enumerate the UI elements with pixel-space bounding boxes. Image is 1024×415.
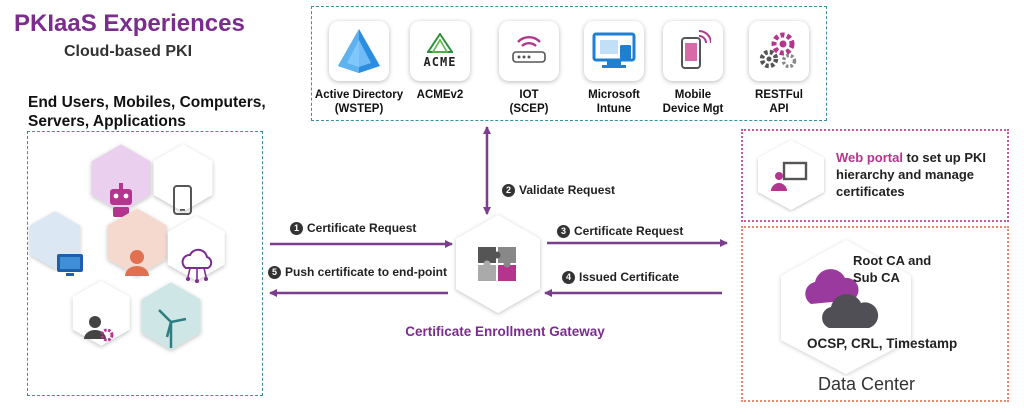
integration-label-line1: IOT [519, 89, 539, 101]
page-title: PKIaaS Experiences [14, 10, 245, 37]
integration-active-directory: Active Directory (WSTEP) [314, 21, 404, 116]
step5-text: Push certificate to end-point [285, 265, 448, 279]
cloud-icon [805, 269, 879, 328]
data-center-label: Data Center [818, 374, 916, 394]
step3-number: 3 [557, 224, 570, 238]
azure-ad-icon [329, 21, 389, 81]
wind-turbine-icon [141, 282, 201, 350]
acme-icon: ACME [410, 21, 470, 81]
integration-label-line1: RESTFul [755, 89, 803, 101]
acme-tile-text: ACME [423, 55, 457, 69]
step1-text: Certificate Request [307, 221, 417, 235]
web-portal-accent: Web portal [836, 150, 903, 165]
integration-label-line2: (WSTEP) [334, 103, 384, 115]
ca-label-line2: Sub CA [853, 270, 900, 285]
web-portal-rest: to set up PKI hierarchy and manage certi… [836, 150, 986, 199]
endpoints-heading: End Users, Mobiles, Computers, Servers, … [28, 93, 308, 131]
integration-label-line2: Device Mgt [662, 103, 724, 115]
presenter-icon [758, 140, 824, 210]
integration-acme: ACME ACMEv2 [395, 21, 485, 102]
integration-mdm: Mobile Device Mgt [648, 21, 738, 116]
gateway-label: Certificate Enrollment Gateway [405, 324, 605, 339]
step2-label: 2 Validate Request [502, 183, 615, 197]
endpoints-heading-line1: End Users, Mobiles, Computers, [28, 94, 266, 111]
web-portal-panel [741, 129, 1009, 222]
router-icon [499, 21, 559, 81]
mobile-device-icon [663, 21, 723, 81]
step2-text: Validate Request [519, 183, 616, 197]
data-center-hex [781, 240, 911, 374]
computer-icon [29, 211, 83, 276]
integration-label-line2: Intune [596, 103, 632, 115]
integration-rest-api: RESTFul API [734, 21, 824, 116]
puzzle-icon [478, 247, 516, 281]
endpoints-hex-cluster [29, 144, 225, 350]
data-center-panel [741, 226, 1009, 402]
gears-icon [749, 21, 809, 81]
endpoints-panel [27, 131, 263, 396]
gateway-node [456, 215, 540, 313]
user-settings-icon [72, 280, 130, 346]
integration-label-line1: Microsoft [588, 89, 640, 101]
integration-label-line2: API [769, 103, 789, 115]
step3-text: Certificate Request [574, 224, 684, 238]
integration-label-line1: Mobile [674, 89, 712, 101]
step4-text: Issued Certificate [579, 270, 680, 284]
ca-label: Root CA and Sub CA [853, 252, 931, 286]
integration-label-line1: Active Directory [314, 89, 404, 101]
tablet-icon [153, 144, 213, 215]
robot-icon [91, 144, 151, 217]
step5-label: 5 Push certificate to end-point [268, 265, 447, 279]
intune-icon [584, 21, 644, 81]
integration-label-line2: (SCEP) [509, 103, 549, 115]
services-label: OCSP, CRL, Timestamp [807, 336, 958, 351]
step4-number: 4 [562, 270, 575, 284]
step4-label: 4 Issued Certificate [562, 270, 679, 284]
page-subtitle: Cloud-based PKI [64, 43, 193, 60]
step1-label: 1 Certificate Request [290, 221, 416, 235]
user-avatar-icon [107, 208, 167, 276]
step3-label: 3 Certificate Request [557, 224, 683, 238]
ca-label-line1: Root CA and [853, 253, 932, 268]
integration-intune: Microsoft Intune [569, 21, 659, 116]
step1-number: 1 [290, 221, 303, 235]
integrations-panel: Active Directory (WSTEP) ACME ACMEv2 IOT [311, 6, 827, 121]
step5-number: 5 [268, 265, 281, 279]
step2-number: 2 [502, 183, 515, 197]
integration-label-line1: ACMEv2 [416, 89, 464, 101]
cloud-network-icon [167, 215, 225, 283]
web-portal-description: Web portal to set up PKI hierarchy and m… [836, 149, 1006, 200]
integration-iot: IOT (SCEP) [484, 21, 574, 116]
endpoints-heading-line2: Servers, Applications [28, 113, 186, 130]
